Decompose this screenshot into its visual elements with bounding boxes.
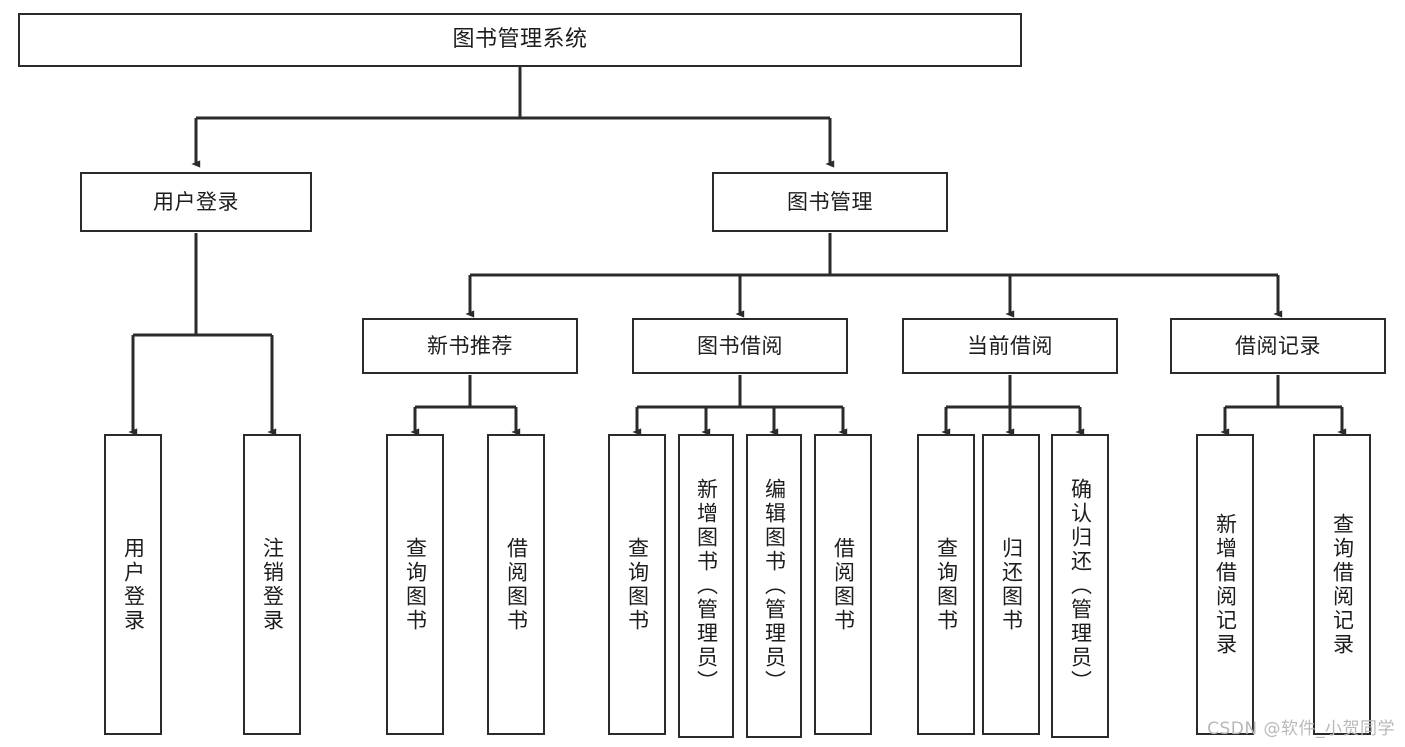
node-label: 新增图书（管理员）: [694, 478, 719, 694]
leaf-new-book-query-book[interactable]: 查询图书: [386, 434, 444, 735]
node-label: 查询图书: [403, 536, 428, 633]
node-label: 新增借阅记录: [1213, 512, 1238, 657]
node-borrowing-record[interactable]: 借阅记录: [1170, 318, 1386, 374]
node-label: 当前借阅: [967, 333, 1053, 358]
connectors-user-login: [128, 233, 277, 436]
node-label: 图书管理系统: [452, 27, 588, 53]
leaf-book-borrow-add-book-admin[interactable]: 新增图书（管理员）: [678, 434, 734, 738]
connectors-book-borrow: [632, 375, 848, 436]
node-label: 归还图书: [999, 536, 1024, 633]
leaf-user-login-login[interactable]: 用户登录: [104, 434, 162, 735]
node-label: 用户登录: [121, 536, 146, 633]
leaf-book-borrow-borrow-book[interactable]: 借阅图书: [814, 434, 872, 735]
node-label: 注销登录: [260, 536, 285, 633]
leaf-borrow-record-query-record[interactable]: 查询借阅记录: [1313, 434, 1371, 735]
node-book-borrowing[interactable]: 图书借阅: [632, 318, 848, 374]
leaf-book-borrow-edit-book-admin[interactable]: 编辑图书（管理员）: [746, 434, 802, 738]
node-label: 确认归还（管理员）: [1068, 478, 1093, 694]
node-current-borrowing[interactable]: 当前借阅: [902, 318, 1118, 374]
connectors-new-book: [410, 375, 521, 436]
node-label: 查询图书: [934, 536, 959, 633]
node-label: 查询借阅记录: [1330, 512, 1355, 657]
node-label: 图书借阅: [697, 333, 783, 358]
node-label: 图书管理: [787, 189, 873, 214]
node-label: 编辑图书（管理员）: [762, 478, 787, 694]
node-label: 查询图书: [625, 536, 650, 633]
leaf-current-borrow-query-book[interactable]: 查询图书: [917, 434, 975, 735]
leaf-book-borrow-query-book[interactable]: 查询图书: [608, 434, 666, 735]
node-book-management[interactable]: 图书管理: [712, 172, 948, 232]
node-label: 新书推荐: [427, 333, 513, 358]
connectors-current-borrow: [941, 375, 1085, 436]
connectors-root: [191, 67, 835, 168]
node-label: 借阅图书: [504, 536, 529, 633]
node-label: 用户登录: [153, 189, 239, 214]
connectors-borrow-record: [1220, 375, 1347, 436]
leaf-new-book-borrow-book[interactable]: 借阅图书: [487, 434, 545, 735]
node-user-login[interactable]: 用户登录: [80, 172, 312, 232]
leaf-current-borrow-return-book[interactable]: 归还图书: [982, 434, 1040, 735]
node-new-book-recommendation[interactable]: 新书推荐: [362, 318, 578, 374]
node-root-library-management-system[interactable]: 图书管理系统: [18, 13, 1022, 67]
node-label: 借阅记录: [1235, 333, 1321, 358]
leaf-user-login-logout[interactable]: 注销登录: [243, 434, 301, 735]
leaf-borrow-record-add-record[interactable]: 新增借阅记录: [1196, 434, 1254, 735]
leaf-current-borrow-confirm-return-admin[interactable]: 确认归还（管理员）: [1051, 434, 1109, 738]
connectors-book-manage: [465, 233, 1283, 318]
node-label: 借阅图书: [831, 536, 856, 633]
